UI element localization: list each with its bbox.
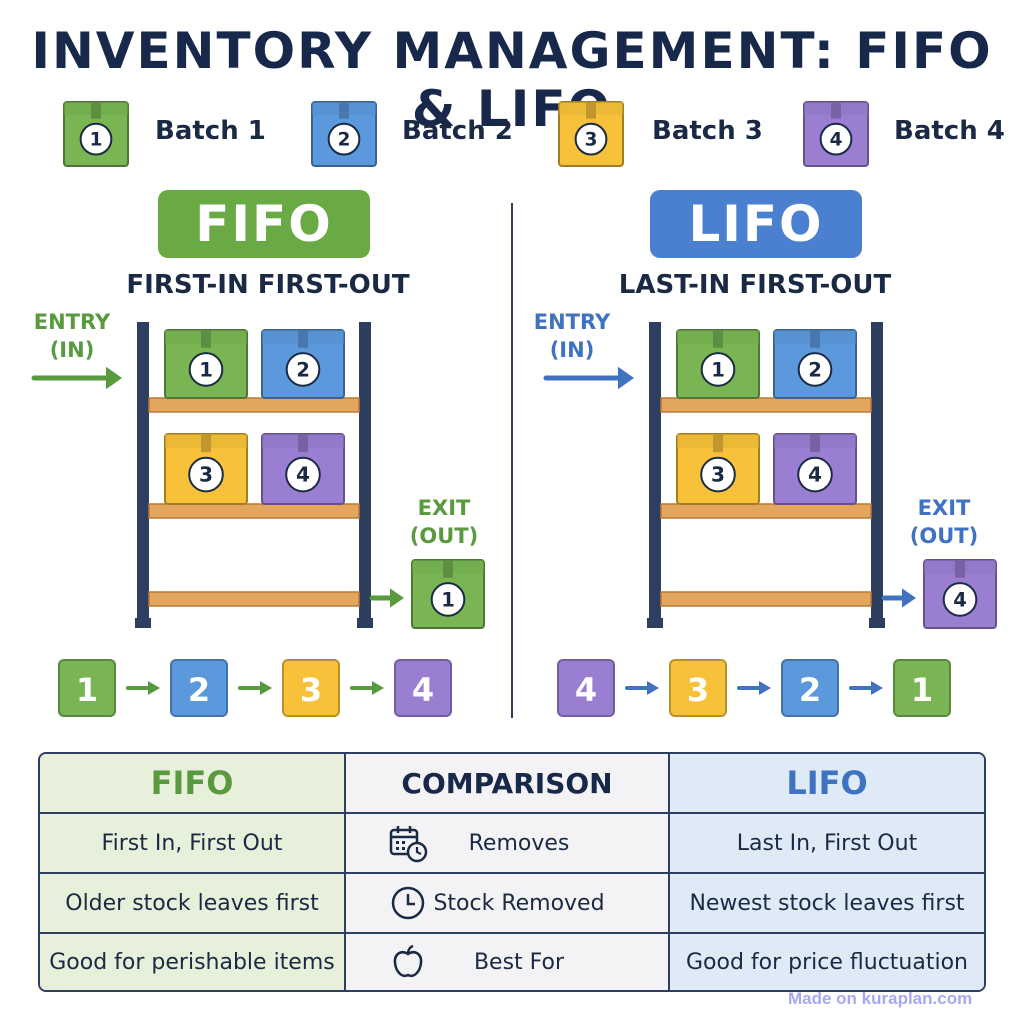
shelf-box: 2 [773,329,857,399]
box-number: 2 [338,130,351,151]
shelf-plank [148,591,360,607]
fifo-subtitle: FIRST-IN FIRST-OUT [126,270,410,300]
calendar-clock-icon [389,826,428,863]
box-number: 2 [808,358,822,381]
exit-arrow [369,588,404,608]
sequence-arrow-icon [625,681,659,695]
legend-label: Batch 1 [155,116,266,146]
box-number: 3 [711,463,725,487]
fifo-exit-label: EXIT(OUT) [409,496,479,548]
shelf-box: 4 [773,433,857,505]
lifo-badge: LIFO [650,190,862,258]
apple-icon [393,944,423,977]
sequence-arrow-icon [350,681,384,695]
sequence-arrow-icon [737,681,771,695]
legend-label: Batch 3 [652,116,763,146]
fifo-shelf-diagram: 1 2 3 4 1 [31,322,485,629]
shelf-box: 1 [164,329,248,399]
shelf-plank [148,503,360,519]
table-header-fifo: FIFO [40,754,346,814]
shelf-box: 1 [676,329,760,399]
sequence-arrow-icon [126,681,160,695]
watermark: Made on kuraplan.com [788,989,973,1008]
box-number: 1 [711,358,725,381]
exit-arrow [881,588,916,608]
table-cell-fifo: Good for perishable items [40,934,346,990]
legend-label: Batch 4 [894,116,1005,146]
sequence-box: 2 [781,659,839,717]
entry-arrow [31,366,122,390]
shelf-box: 2 [261,329,345,399]
shelf-box: 3 [676,433,760,505]
table-cell-comparison: Stock Removed [346,874,670,934]
lifo-shelf-diagram: 1 2 3 4 4 [543,322,997,629]
shelf-upright [137,322,149,622]
shelf-plank [660,503,872,519]
legend-box-4: 4 [803,101,869,167]
table-cell-fifo: First In, First Out [40,814,346,874]
legend-box-shape: 1 [63,101,129,167]
table-cell-label: Removes [468,830,570,856]
exit-box: 1 [411,559,485,629]
shelf-plank [660,591,872,607]
legend-box-2: 2 [311,101,377,167]
table-cell-label: Stock Removed [433,890,605,916]
entry-arrow [543,366,634,390]
sequence-box: 2 [170,659,228,717]
legend-label: Batch 2 [402,116,513,146]
box-number: 4 [953,588,967,611]
box-number: 1 [90,130,103,151]
legend-box-shape: 4 [803,101,869,167]
lifo-entry-label: ENTRY(IN) [533,310,611,362]
lifo-exit-label: EXIT(OUT) [909,496,979,548]
exit-box: 4 [923,559,997,629]
sequence-box: 4 [557,659,615,717]
table-cell-lifo: Good for price fluctuation [670,934,984,990]
table-cell-lifo: Last In, First Out [670,814,984,874]
shelf-plank [660,397,872,413]
box-number: 1 [199,358,213,381]
table-cell-comparison: Removes [346,814,670,874]
sequence-arrow-icon [849,681,883,695]
table-cell-fifo: Older stock leaves first [40,874,346,934]
lifo-subtitle: LAST-IN FIRST-OUT [618,270,892,300]
comparison-table: FIFO COMPARISON LIFO First In, First Out… [38,752,986,992]
sequence-box: 3 [669,659,727,717]
legend-box-shape: 3 [558,101,624,167]
legend-box-shape: 2 [311,101,377,167]
fifo-badge: FIFO [158,190,370,258]
sequence-arrow-icon [238,681,272,695]
fifo-entry-label: ENTRY(IN) [33,310,111,362]
shelf-upright [871,322,883,622]
legend-box-1: 1 [63,101,129,167]
shelf-plank [148,397,360,413]
box-number: 4 [296,463,310,487]
shelf-box: 4 [261,433,345,505]
box-number: 4 [808,463,822,487]
legend-box-3: 3 [558,101,624,167]
shelf-upright [649,322,661,622]
box-number: 4 [830,130,843,151]
shelf-upright [359,322,371,622]
box-number: 3 [199,463,213,487]
sequence-box: 3 [282,659,340,717]
table-cell-label: Best For [473,949,565,975]
sequence-box: 1 [893,659,951,717]
table-header-lifo: LIFO [670,754,984,814]
sequence-box: 4 [394,659,452,717]
sequence-box: 1 [58,659,116,717]
box-number: 2 [296,358,310,381]
shelf-box: 3 [164,433,248,505]
section-divider [511,203,513,718]
table-cell-comparison: Best For [346,934,670,990]
table-cell-lifo: Newest stock leaves first [670,874,984,934]
clock-icon [391,886,425,920]
box-number: 3 [585,130,598,151]
box-number: 1 [441,588,455,611]
table-header-comparison: COMPARISON [346,754,670,814]
